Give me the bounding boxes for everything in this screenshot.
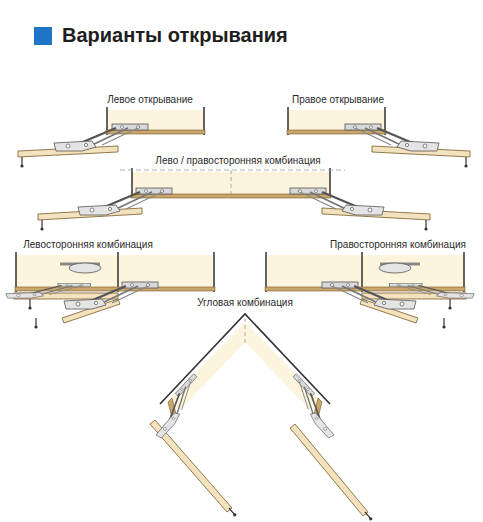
left-right-combination: [38, 168, 430, 231]
variant-label: Правосторонняя комбинация: [328, 239, 468, 251]
variant-label: Угловая комбинация: [195, 297, 295, 309]
corner-combination: [146, 314, 373, 521]
page-title: Варианты открывания: [62, 23, 288, 47]
variant-label: Лево / правосторонняя комбинация: [153, 155, 322, 167]
variant-label: Правое открывание: [290, 94, 386, 106]
variant-label: Левое открывание: [105, 94, 195, 106]
variant-label: Левосторонняя комбинация: [21, 239, 155, 251]
title-square: [34, 27, 52, 45]
